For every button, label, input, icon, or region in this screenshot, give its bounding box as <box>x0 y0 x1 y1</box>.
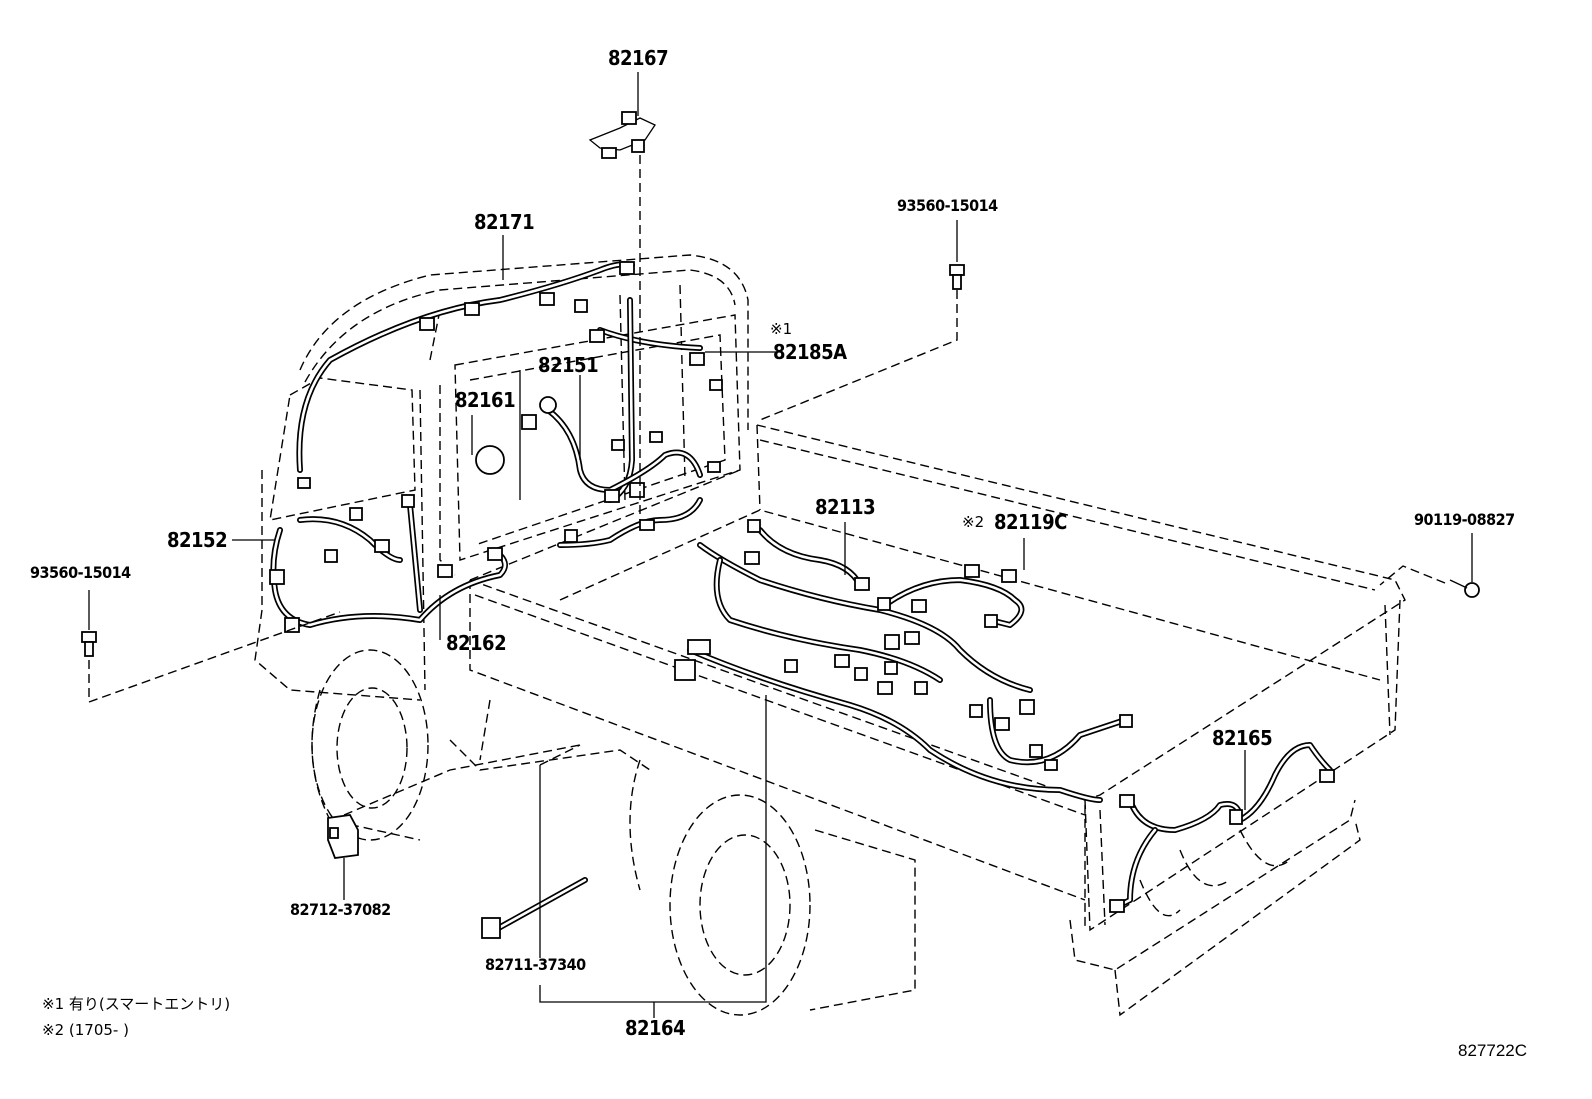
label-82165: 82165 <box>1212 726 1273 750</box>
label-90119: 90119-08827 <box>1414 510 1515 529</box>
connectors <box>81 111 1480 939</box>
label-82161: 82161 <box>455 388 516 412</box>
label-82152: 82152 <box>167 528 228 552</box>
label-82164: 82164 <box>625 1016 686 1040</box>
leader-lines <box>88 72 1473 1018</box>
label-82712: 82712-37082 <box>290 900 391 919</box>
wiring-harness <box>270 261 1333 933</box>
label-82711: 82711-37340 <box>485 955 586 974</box>
label-82162: 82162 <box>446 631 507 655</box>
label-82119C: 82119C <box>994 510 1067 534</box>
note-mark-2: ※2 <box>962 513 985 531</box>
figure-reference: 827722C <box>1458 1041 1528 1060</box>
note-mark-1: ※1 <box>770 320 793 338</box>
label-82185A: 82185A <box>773 340 847 364</box>
label-82151: 82151 <box>538 353 599 377</box>
label-82167: 82167 <box>608 46 669 70</box>
label-93560-left: 93560-15014 <box>30 563 131 582</box>
label-82171: 82171 <box>474 210 535 234</box>
label-93560-top: 93560-15014 <box>897 196 998 215</box>
footnote-2: ※2 (1705- ) <box>42 1021 129 1039</box>
label-82113: 82113 <box>815 495 876 519</box>
footnote-1: ※1 有り(スマートエントリ) <box>42 995 231 1013</box>
truck-outline <box>254 254 1406 1017</box>
